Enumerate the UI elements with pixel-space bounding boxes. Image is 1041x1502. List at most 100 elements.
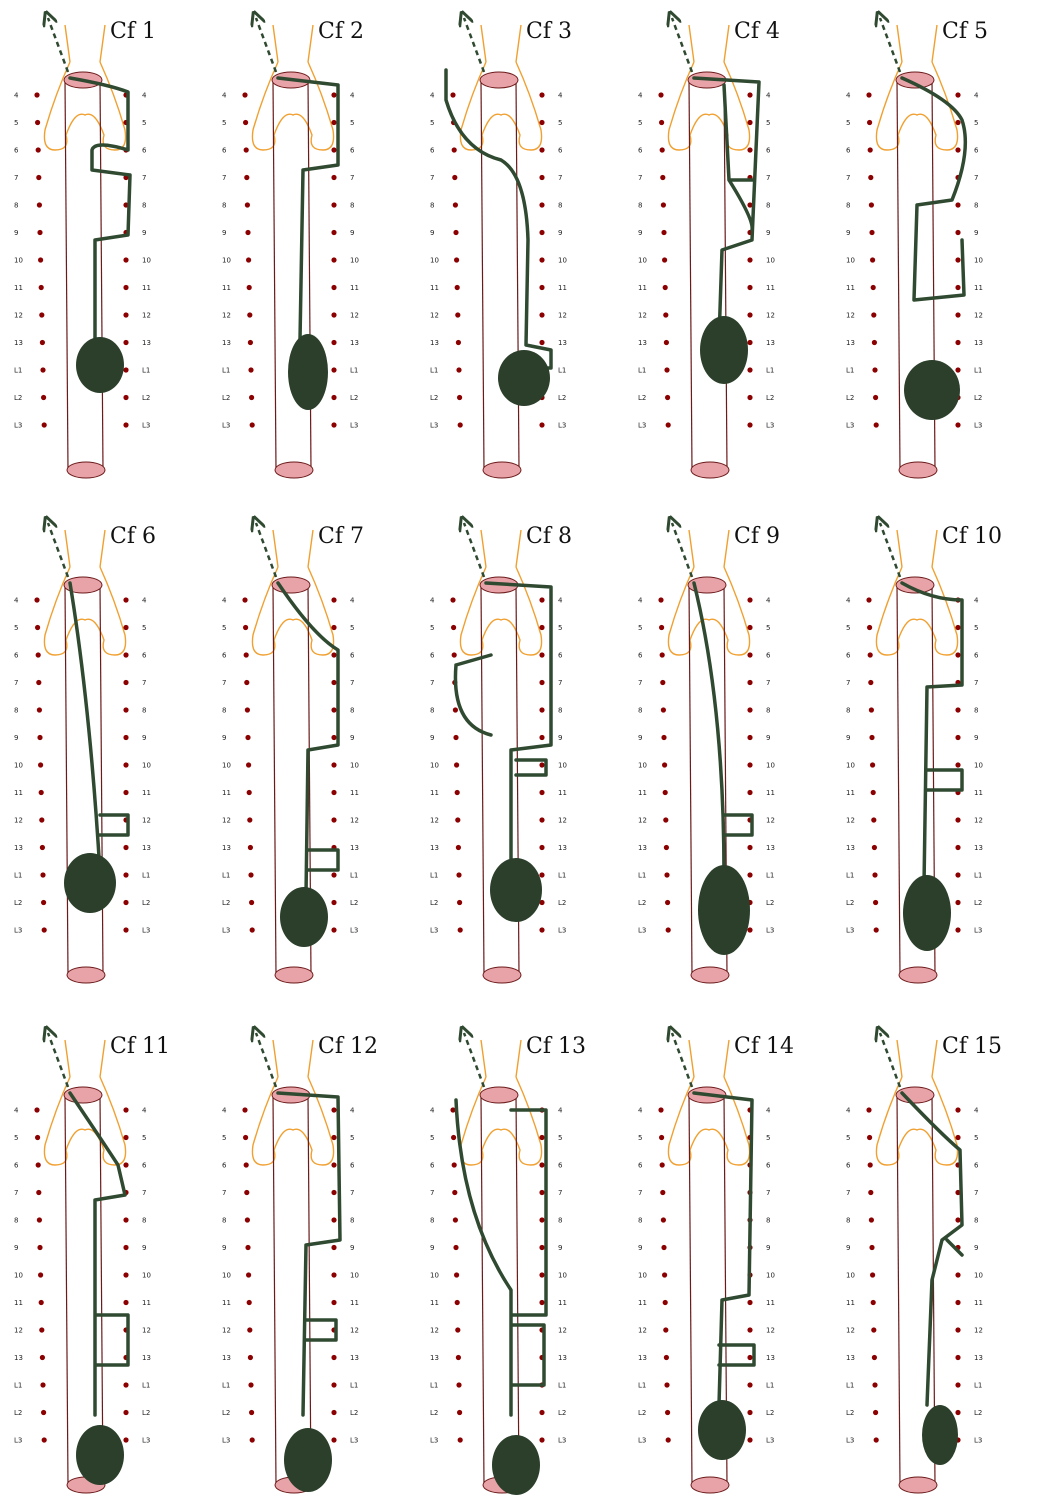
node-dot-right — [123, 1107, 129, 1113]
node-dot-right — [123, 762, 129, 768]
trachea-upper — [272, 1039, 314, 1078]
node-dot-left — [868, 1217, 874, 1223]
level-label-right: 7 — [558, 174, 562, 182]
node-dot-left — [664, 367, 670, 373]
node-dot-left — [242, 1107, 248, 1113]
node-dot-left — [868, 707, 874, 713]
node-dot-left — [659, 1162, 665, 1168]
node-dot-right — [747, 927, 753, 933]
level-label-right: 6 — [558, 652, 563, 660]
level-label-right: 4 — [142, 597, 147, 605]
panel-title: Cf 4 — [734, 19, 780, 44]
node-dot-left — [659, 147, 665, 153]
level-label-left: 6 — [430, 147, 435, 155]
level-label-left: 4 — [638, 1107, 643, 1115]
level-label-right: L2 — [350, 899, 358, 907]
level-label-left: 6 — [846, 1162, 851, 1170]
vessel-left-wall — [64, 1094, 69, 1486]
level-label-right: 13 — [974, 1354, 983, 1362]
level-label-right: 10 — [350, 762, 359, 770]
node-dot-left — [665, 927, 671, 933]
node-dot-left — [660, 1189, 666, 1196]
level-label-right: 6 — [974, 652, 979, 660]
level-label-right: 7 — [142, 174, 146, 182]
level-label-right: L3 — [974, 422, 982, 430]
level-label-left: 7 — [222, 174, 226, 182]
vessel-bottom-cap — [66, 966, 106, 984]
node-dot-right — [331, 257, 337, 263]
node-dot-right — [955, 202, 961, 208]
node-dot-right — [747, 257, 753, 263]
node-dot-right — [539, 597, 545, 603]
level-label-left: 7 — [430, 679, 434, 687]
level-label-right: 5 — [974, 624, 978, 632]
level-label-right: 8 — [558, 707, 562, 715]
level-label-left: 8 — [638, 707, 642, 715]
level-label-right: 11 — [142, 284, 151, 292]
node-dot-right — [539, 257, 545, 263]
level-label-right: 13 — [766, 1354, 775, 1362]
node-dot-left — [868, 679, 874, 686]
node-dot-right — [747, 652, 753, 658]
level-label-right: 8 — [974, 1217, 978, 1225]
level-label-left: 4 — [14, 597, 19, 605]
nerve-path — [444, 68, 553, 382]
level-label-left: 11 — [846, 1299, 855, 1307]
node-dot-right — [331, 202, 337, 208]
arrow-up-icon — [672, 523, 694, 578]
vessel-bottom-cap — [690, 966, 730, 984]
arrow-up-icon — [48, 523, 70, 578]
node-dot-right — [331, 1299, 337, 1306]
level-label-left: 4 — [846, 1107, 851, 1115]
level-label-left: 13 — [14, 844, 23, 852]
node-dot-left — [38, 1272, 44, 1278]
node-dot-right — [539, 734, 545, 741]
level-label-left: 7 — [846, 679, 850, 687]
node-dot-left — [249, 422, 255, 428]
node-dot-right — [539, 1134, 545, 1141]
level-label-left: L1 — [14, 872, 22, 880]
level-label-left: L2 — [222, 1409, 230, 1417]
level-label-right: 6 — [766, 147, 771, 155]
level-label-left: L2 — [14, 394, 22, 402]
level-label-right: L2 — [142, 1409, 150, 1417]
node-dot-left — [452, 174, 458, 181]
node-dot-left — [452, 1217, 458, 1223]
vessel-left-wall — [896, 1094, 901, 1486]
arrow-up-icon — [464, 1033, 486, 1088]
node-dot-left — [35, 1162, 41, 1168]
level-label-left: 7 — [638, 1189, 642, 1197]
trachea-outline — [459, 24, 543, 151]
bronchi-fork — [43, 61, 127, 151]
level-label-right: 9 — [142, 1244, 146, 1252]
node-dot-left — [659, 119, 665, 126]
node-dot-left — [659, 1134, 665, 1141]
level-label-left: 6 — [14, 652, 19, 660]
node-dot-left — [869, 229, 875, 236]
node-dot-left — [451, 624, 457, 631]
level-label-right: 4 — [974, 597, 979, 605]
node-dot-right — [747, 284, 753, 291]
node-dot-left — [451, 652, 457, 658]
level-label-right: L3 — [974, 927, 982, 935]
level-label-left: 12 — [638, 312, 647, 320]
node-dot-left — [871, 339, 877, 346]
level-label-left: 8 — [846, 202, 850, 210]
level-label-left: 4 — [222, 92, 227, 100]
node-dot-left — [454, 762, 460, 768]
level-label-right: 10 — [766, 1272, 775, 1280]
level-label-right: 5 — [350, 119, 354, 127]
node-dot-left — [244, 1217, 250, 1223]
arrow-up-icon — [880, 1033, 902, 1088]
panel-title: Cf 5 — [942, 19, 988, 44]
node-dot-left — [453, 229, 459, 236]
node-dot-left — [873, 927, 879, 933]
panel-title: Cf 2 — [318, 19, 364, 44]
ganglion-mass — [64, 853, 116, 913]
node-dot-right — [539, 652, 545, 658]
level-label-right: L3 — [350, 422, 358, 430]
panel-title: Cf 15 — [942, 1034, 1002, 1059]
